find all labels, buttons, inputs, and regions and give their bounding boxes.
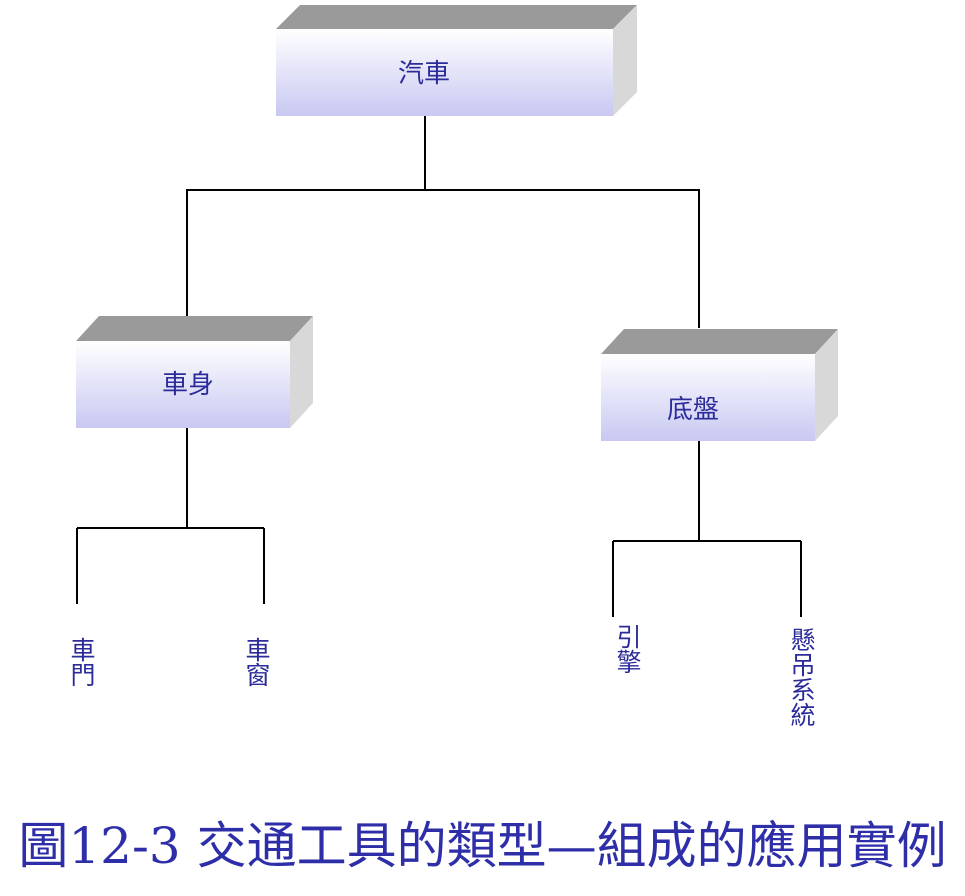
leaf-car-door: 車門 [67, 637, 96, 687]
box-top-face [276, 5, 637, 29]
chassis-node-label: 底盤 [667, 395, 719, 425]
connector-lines [76, 116, 802, 617]
root-node-box: 汽車 [276, 5, 637, 116]
box-top-face [601, 329, 838, 354]
box-top-face [76, 316, 313, 341]
box-side-face [290, 316, 313, 428]
box-side-face [613, 5, 637, 116]
body-node-box: 車身 [76, 316, 313, 428]
box-side-face [815, 329, 838, 441]
root-node-label: 汽車 [398, 59, 450, 89]
leaf-suspension-system: 懸吊系統 [787, 627, 816, 727]
box-front-face [76, 341, 290, 428]
body-node-label: 車身 [162, 370, 214, 400]
box-front-face [601, 354, 815, 441]
chassis-node-box: 底盤 [601, 329, 838, 441]
composition-tree-diagram: 汽車 車身 底盤 [76, 5, 838, 617]
leaf-engine: 引擎 [613, 624, 642, 674]
leaf-car-window: 車窗 [242, 637, 271, 687]
figure-caption: 圖12-3 交通工具的類型—組成的應用實例 [18, 817, 947, 875]
box-front-face [276, 29, 613, 116]
